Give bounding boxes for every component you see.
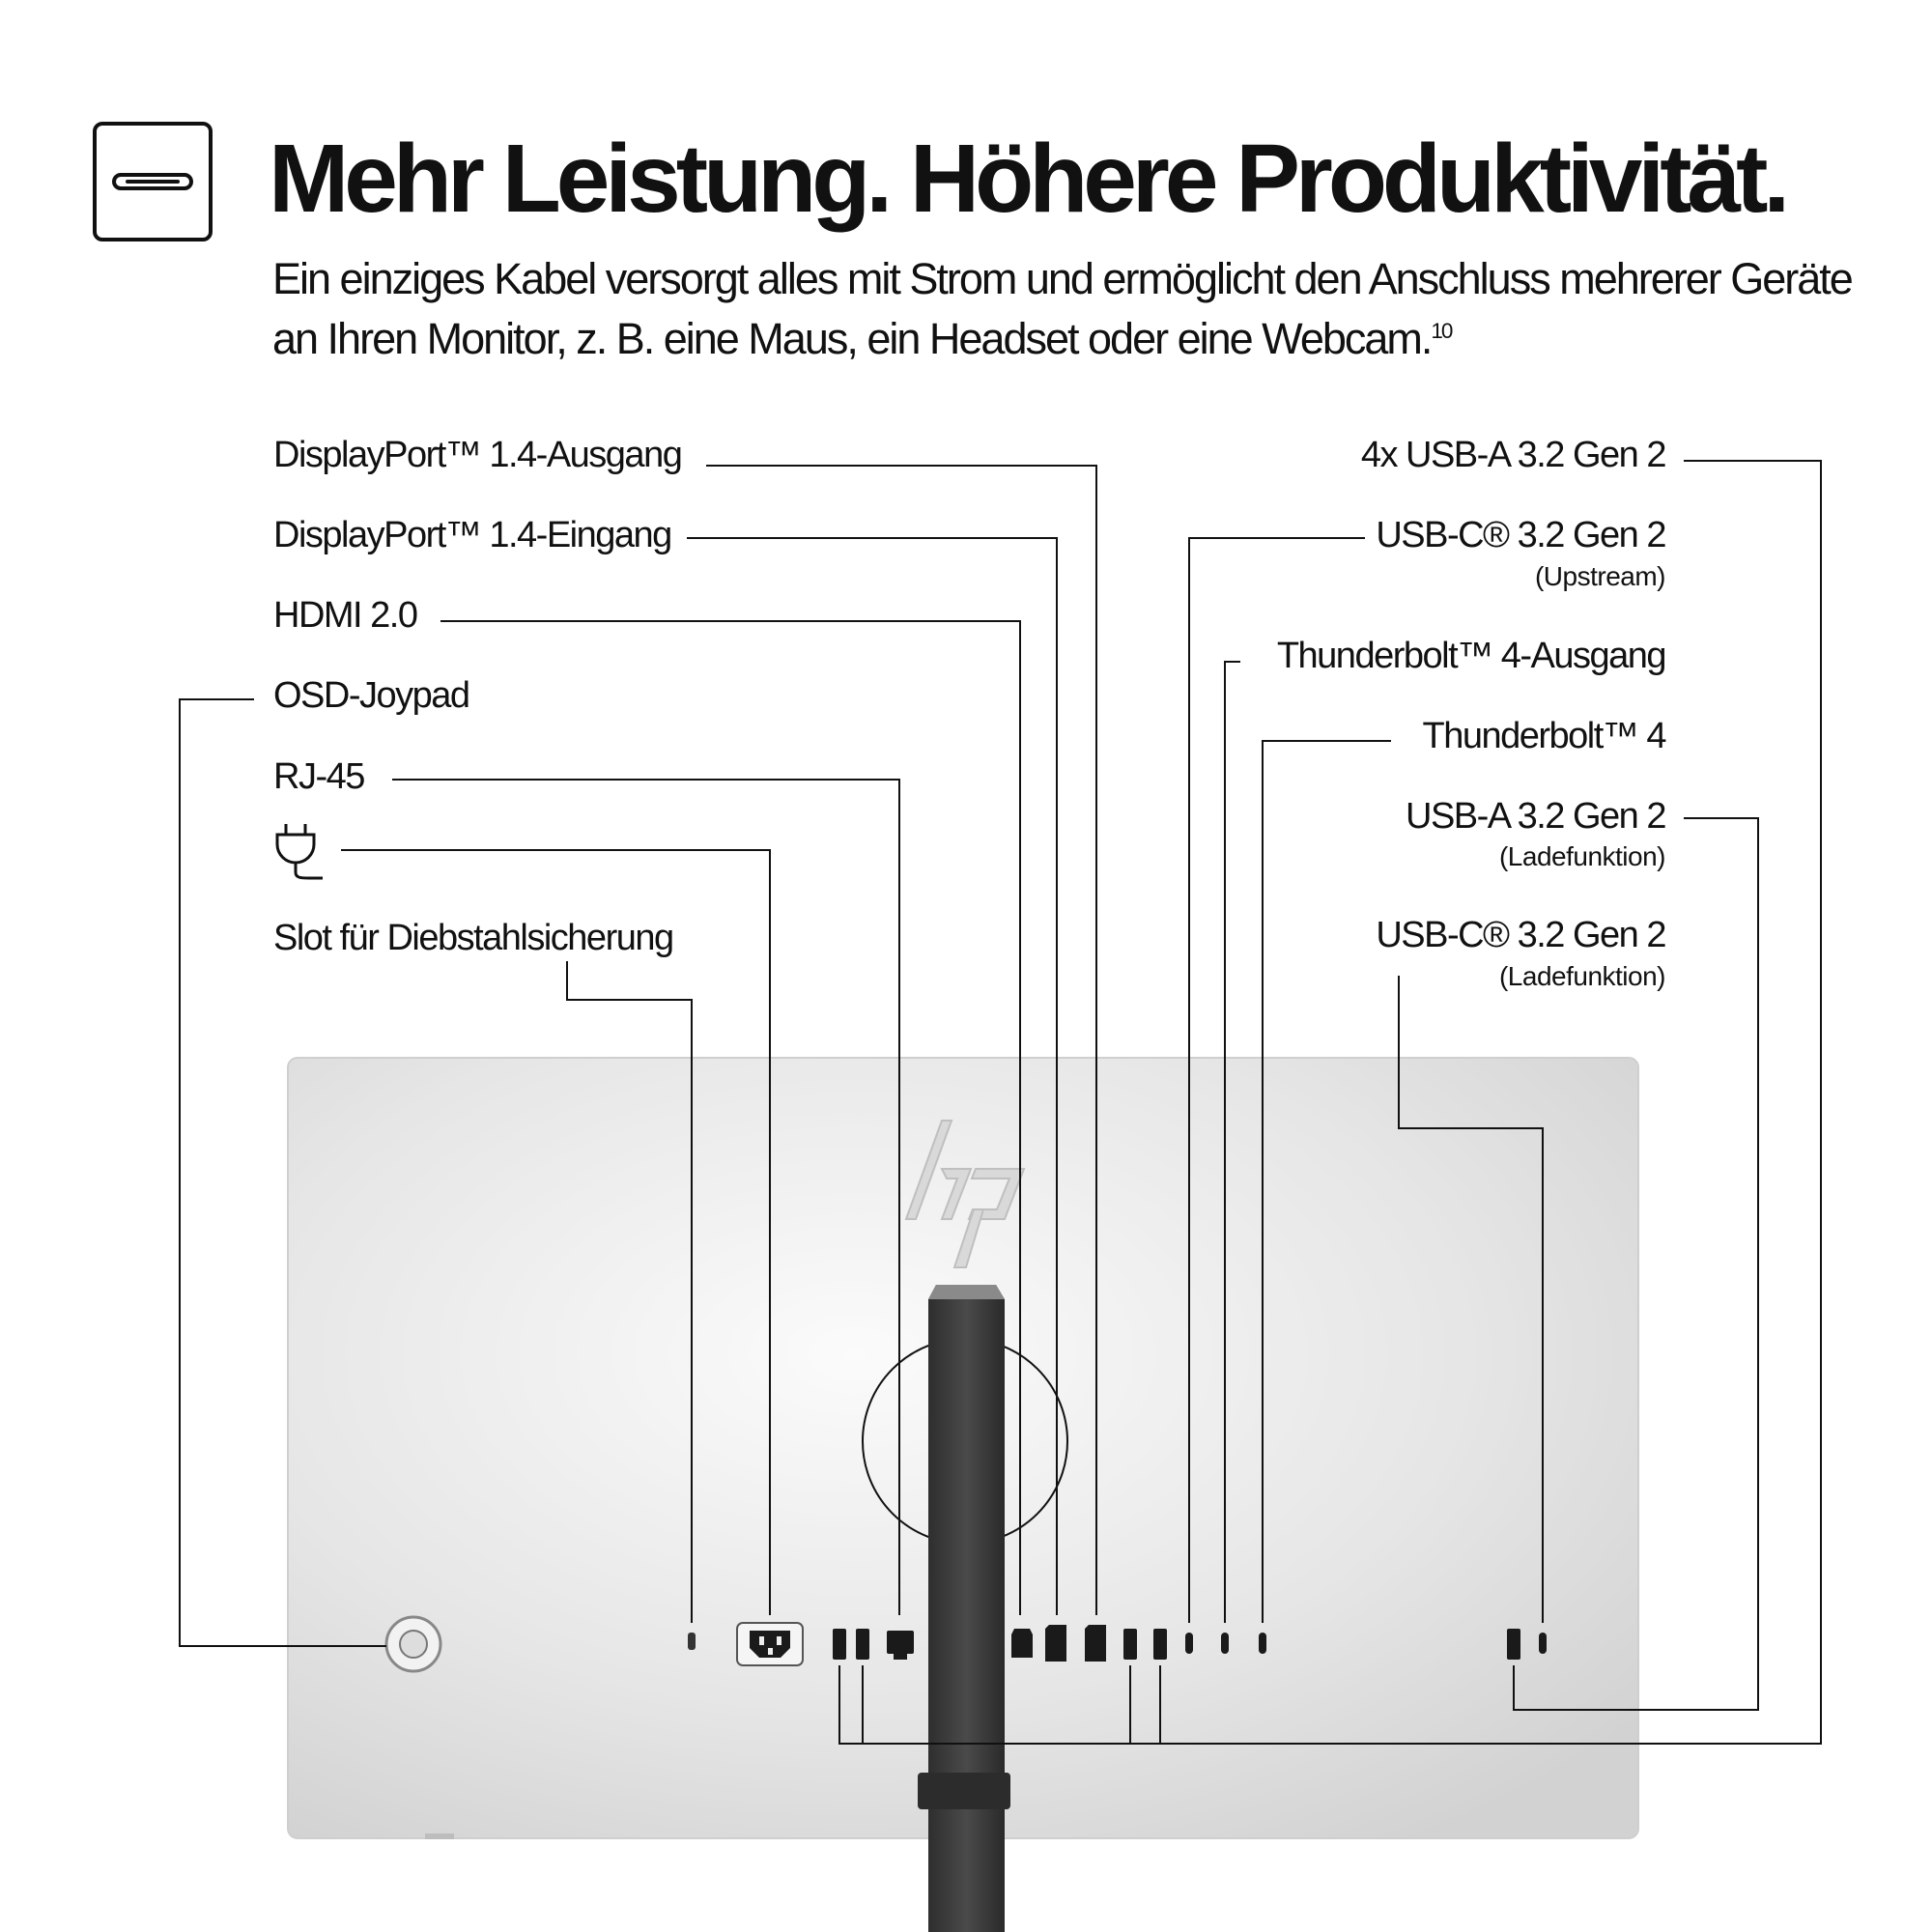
monitor-bottom-notch <box>425 1833 454 1839</box>
usb-c-port-icons <box>1185 1633 1266 1654</box>
power-plug-icon <box>275 824 323 880</box>
label-usb-a-charging-sub: (Ladefunktion) <box>1498 841 1666 871</box>
label-thunderbolt-out: Thunderbolt™ 4-Ausgang <box>1276 636 1667 676</box>
usb-a-port-icons-left <box>833 1629 869 1660</box>
line-osd <box>179 698 386 1647</box>
line-rj45 <box>392 779 900 1615</box>
subheadline: Ein einziges Kabel versorgt alles mit St… <box>272 249 1895 369</box>
thunderbolt-out-port <box>1221 1633 1229 1654</box>
line-power <box>341 849 771 1615</box>
power-inlet-icon <box>736 1622 804 1666</box>
usb-a-port-icons-right <box>1123 1629 1167 1660</box>
label-4x-usb-a: 4x USB-A 3.2 Gen 2 <box>1360 435 1667 475</box>
label-thunderbolt: Thunderbolt™ 4 <box>1422 716 1667 756</box>
label-usb-a-charging: USB-A 3.2 Gen 2 <box>1406 796 1667 837</box>
line-dp-out <box>706 465 1097 1615</box>
callout-lines <box>179 460 1822 1745</box>
video-port-icons <box>1011 1625 1106 1662</box>
cable-clip <box>918 1773 1010 1809</box>
line-hdmi <box>440 620 1021 1615</box>
label-rj45: RJ-45 <box>273 756 365 797</box>
label-hdmi: HDMI 2.0 <box>273 595 418 636</box>
label-osd-joypad: OSD-Joypad <box>273 675 470 716</box>
label-usb-c-charging: USB-C® 3.2 Gen 2 <box>1376 915 1666 955</box>
lock-slot-icon <box>688 1633 696 1650</box>
usb-c-port-icon <box>93 122 213 242</box>
label-displayport-in: DisplayPort™ 1.4-Eingang <box>273 515 672 555</box>
dp-in-port-icon <box>1045 1625 1066 1662</box>
label-usb-c-upstream: USB-C® 3.2 Gen 2 <box>1376 515 1666 555</box>
headline: Mehr Leistung. Höhere Produktivität. <box>269 125 1790 233</box>
usb-c-upstream-port <box>1185 1633 1193 1654</box>
line-dp-in <box>687 537 1058 1615</box>
label-usb-c-upstream-sub: (Upstream) <box>1534 561 1666 591</box>
dp-out-port-icon <box>1085 1625 1106 1662</box>
line-4x-usba <box>838 460 1822 1745</box>
monitor-stand <box>928 1285 1005 1932</box>
rj45-port-icon <box>887 1631 914 1660</box>
line-usbc-charging <box>1398 976 1544 1623</box>
usb-c-charging-port <box>1539 1633 1547 1654</box>
line-lock <box>566 961 693 1623</box>
line-tb <box>1262 740 1391 1623</box>
stand-top-bevel <box>928 1285 1005 1299</box>
label-usb-c-charging-sub: (Ladefunktion) <box>1498 961 1666 991</box>
subheadline-text: Ein einziges Kabel versorgt alles mit St… <box>272 254 1854 363</box>
line-tb-out <box>1224 661 1240 1623</box>
charging-port-icons <box>1507 1629 1547 1660</box>
line-usbc-upstream <box>1188 537 1365 1623</box>
osd-joypad-icon <box>384 1615 442 1673</box>
label-displayport-out: DisplayPort™ 1.4-Ausgang <box>273 435 683 475</box>
thunderbolt-port <box>1259 1633 1266 1654</box>
usb-a-charging-port <box>1507 1629 1520 1660</box>
line-usba-charging <box>1513 817 1759 1711</box>
hp-logo-icon <box>904 1120 1026 1268</box>
footnote-marker: 10 <box>1431 319 1453 343</box>
label-lock-slot: Slot für Diebstahlsicherung <box>273 918 674 958</box>
usb-c-slot-shape <box>112 173 193 190</box>
hdmi-port-icon <box>1011 1629 1033 1658</box>
